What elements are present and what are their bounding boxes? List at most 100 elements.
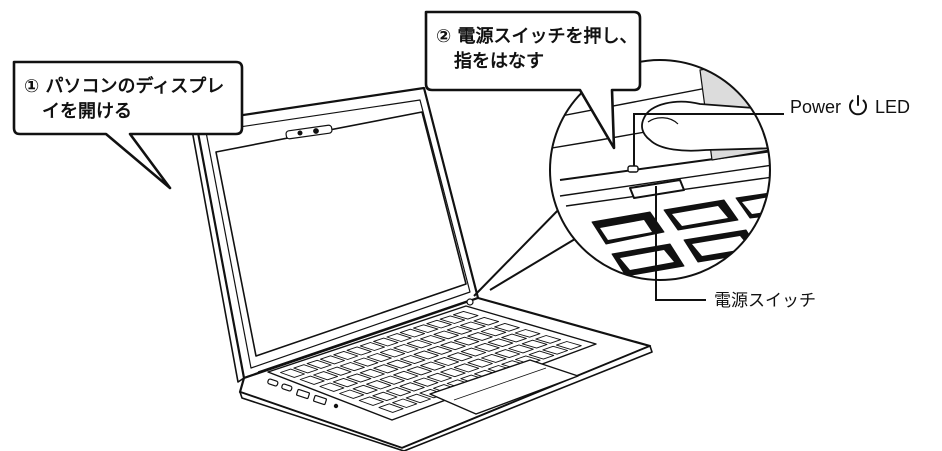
power-icon — [849, 95, 867, 116]
step2-instruction: ② 電源スイッチを押し、 指をはなす — [436, 24, 638, 74]
keyboard-key — [487, 338, 514, 348]
keyboard-key — [446, 326, 473, 335]
keyboard-key — [339, 362, 365, 372]
keyboard-key — [467, 332, 493, 341]
led-leader-line — [633, 113, 784, 166]
keyboard-key — [406, 366, 432, 376]
power-led-label-suffix: LED — [875, 97, 911, 117]
callout-bubble-step1 — [12, 60, 244, 190]
keyboard-key — [405, 393, 431, 404]
step1-instruction: ① パソコンのディスプレ イを開ける — [24, 74, 224, 124]
keyboard-key — [319, 382, 345, 392]
keyboard-key — [433, 330, 459, 340]
keyboard-key — [280, 368, 305, 378]
keyboard-key — [379, 375, 405, 385]
keyboard-key — [542, 345, 569, 355]
touchpad — [429, 359, 579, 415]
keyboard-key — [508, 344, 534, 354]
keyboard-key — [413, 324, 439, 333]
power-switch-label: 電源スイッチ — [714, 291, 816, 311]
keyboard-key — [535, 335, 562, 344]
keyboard-key — [378, 403, 404, 413]
keyboard-key — [514, 329, 541, 338]
keyboard-key — [385, 386, 412, 397]
keyboard-key — [474, 342, 500, 352]
keyboard-key — [473, 316, 500, 326]
keyboard-key — [467, 358, 493, 368]
keyboard-key — [386, 359, 412, 369]
step2-line1: ② 電源スイッチを押し、 — [436, 26, 638, 47]
keyboard-key — [299, 375, 325, 385]
step1-line2: イを開ける — [24, 101, 132, 122]
keyboard-key — [413, 350, 439, 360]
keyboard-key — [426, 319, 452, 329]
keyboard-key — [480, 327, 507, 337]
keyboard-key — [352, 384, 378, 395]
step2-line2: 指をはなす — [436, 51, 544, 72]
callout-bubble-step2 — [424, 10, 642, 150]
keyboard-key — [494, 322, 520, 332]
keyboard-key — [359, 368, 385, 378]
keyboard-key — [373, 364, 399, 374]
keyboard-key — [346, 346, 372, 356]
keyboard-key — [420, 335, 446, 344]
keyboard-key — [392, 398, 418, 408]
keyboard-key — [399, 382, 425, 392]
label-leader-lines — [633, 113, 784, 301]
keyboard-key — [319, 355, 345, 365]
keyboard-key — [332, 377, 358, 388]
keyboard-key — [460, 321, 486, 331]
keyboard-key — [359, 342, 385, 351]
keyboard-key — [353, 357, 379, 367]
keyboard-key — [393, 370, 419, 381]
keyboard-key — [366, 353, 392, 363]
zoom-circle — [549, 59, 771, 281]
power-led-label: Power LED — [790, 97, 910, 118]
power-switch-location — [466, 298, 474, 306]
keyboard-key — [528, 350, 555, 360]
keyboard-key — [447, 352, 473, 362]
keyboard-key — [379, 348, 406, 358]
keyboard-key — [426, 372, 452, 382]
keyboard-key — [358, 396, 384, 406]
keyboard-key — [521, 339, 548, 349]
keyboard-key — [293, 364, 319, 374]
keyboard-key — [555, 341, 582, 350]
keyboard-key — [393, 344, 419, 353]
laptop-screen — [215, 111, 467, 357]
keyboard-key — [460, 347, 487, 357]
keyboard-key — [452, 310, 479, 320]
keyboard-key — [420, 361, 446, 371]
keyboard-key — [313, 371, 339, 381]
keyboard-key — [333, 350, 359, 360]
switch-leader-line — [655, 186, 706, 301]
keyboard-key — [339, 389, 365, 399]
laptop-illustration — [191, 86, 653, 451]
keyboard-key — [372, 391, 398, 402]
keyboard-key — [386, 333, 412, 342]
keyboard-key — [494, 349, 521, 359]
power-led-label-prefix: Power — [790, 97, 842, 117]
keyboard-key — [453, 336, 480, 346]
keyboard-key — [439, 315, 466, 324]
zoom-connector-lines — [473, 201, 591, 297]
side-ports — [267, 378, 339, 409]
keyboard-key — [426, 345, 453, 355]
keyboard-key — [373, 337, 399, 347]
power-led-indicator — [627, 165, 639, 173]
keyboard-key — [453, 363, 480, 373]
keyboard-key — [400, 355, 426, 365]
webcam-icon — [285, 124, 333, 140]
keyboard-key — [326, 366, 352, 376]
keyboard-key — [406, 339, 432, 349]
keyboard-key — [306, 359, 332, 369]
keyboard-key — [501, 333, 527, 343]
keyboard-key — [346, 373, 372, 383]
keyboard-key — [481, 353, 507, 363]
keyboard-key — [433, 356, 460, 366]
step1-line1: ① パソコンのディスプレ — [24, 76, 225, 97]
keyboard-key — [440, 368, 466, 378]
keyboard-key — [399, 328, 426, 338]
keyboard-key — [440, 341, 466, 351]
